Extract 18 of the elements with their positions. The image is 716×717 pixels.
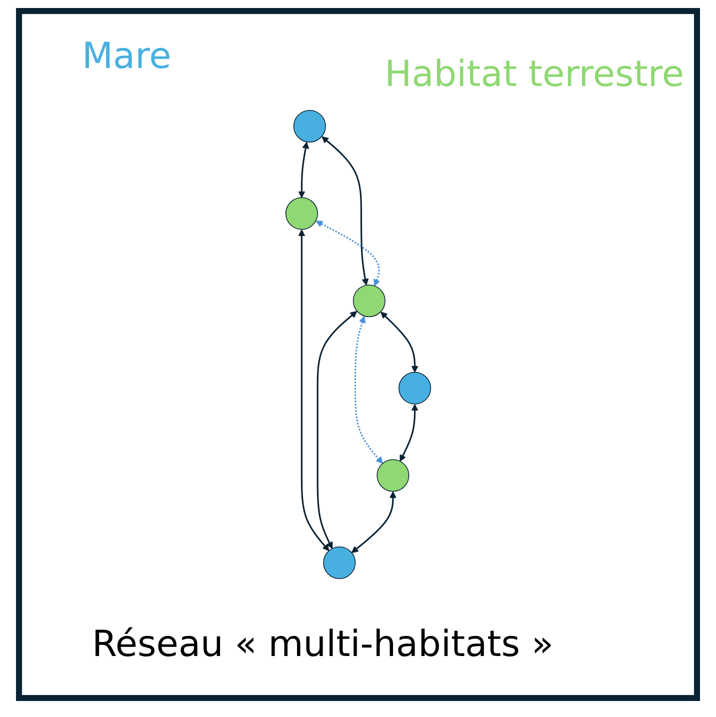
node-circle <box>398 372 431 404</box>
arrow <box>400 404 418 462</box>
arrow <box>351 491 396 554</box>
arrow <box>321 136 368 286</box>
legend-label: Mare <box>82 36 172 77</box>
node-circle <box>376 459 409 492</box>
arrow <box>298 229 330 552</box>
arrow <box>298 142 309 198</box>
node-circle <box>285 197 318 230</box>
arrow <box>315 220 380 286</box>
caption: Réseau « multi-habitats » <box>92 624 554 665</box>
legend-label: Habitat terrestre <box>384 54 684 95</box>
node-circle <box>322 546 356 580</box>
node-circle <box>352 284 386 318</box>
arrow <box>380 312 418 373</box>
arrow <box>316 310 357 549</box>
arrow <box>354 316 383 464</box>
node-circle <box>293 110 326 142</box>
